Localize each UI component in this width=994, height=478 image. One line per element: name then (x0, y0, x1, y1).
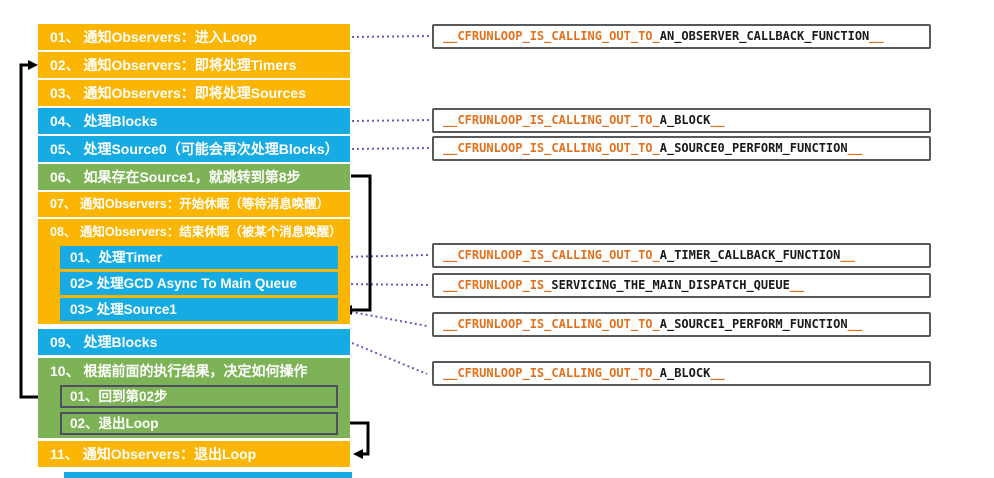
callout-name: A_BLOCK (659, 113, 711, 127)
step-02-notify-timers: 02、 通知Observers：即将处理Timers (38, 52, 350, 78)
callout-prefix: __CFRUNLOOP_IS_ (443, 278, 552, 292)
callout-observer-callback-function: __CFRUNLOOP_IS_CALLING_OUT_TO_AN_OBSERVE… (432, 24, 931, 49)
step-08-2-handle-gcd-main-queue: 02> 处理GCD Async To Main Queue (60, 272, 338, 295)
step-03-notify-sources: 03、 通知Observers：即将处理Sources (38, 80, 350, 106)
callout-name: A_TIMER_CALLBACK_FUNCTION (659, 248, 841, 262)
dotted-link-source1-perform (340, 309, 428, 327)
callout-timer-callback-function: __CFRUNLOOP_IS_CALLING_OUT_TO_A_TIMER_CA… (432, 243, 931, 268)
callout-name: A_BLOCK (659, 366, 711, 380)
callout-a-block-1: __CFRUNLOOP_IS_CALLING_OUT_TO_A_BLOCK__ (432, 108, 931, 133)
callout-servicing-main-dispatch-queue: __CFRUNLOOP_IS_SERVICING_THE_MAIN_DISPAT… (432, 273, 931, 298)
step-01-notify-enter-loop: 01、 通知Observers：进入Loop (38, 24, 350, 50)
callout-name: A_SOURCE1_PERFORM_FUNCTION (659, 317, 848, 331)
callout-prefix: __CFRUNLOOP_IS_CALLING_OUT_TO_ (443, 366, 660, 380)
callout-a-block-2: __CFRUNLOOP_IS_CALLING_OUT_TO_A_BLOCK__ (432, 361, 931, 386)
step-11-notify-exit-loop: 11、 通知Observers：退出Loop (38, 441, 350, 467)
dotted-link-blocks2-block (351, 342, 428, 375)
callout-suffix: __ (869, 29, 884, 43)
callout-prefix: __CFRUNLOOP_IS_CALLING_OUT_TO_ (443, 141, 660, 155)
callout-suffix: __ (710, 366, 725, 380)
callout-suffix: __ (710, 113, 725, 127)
step-05-handle-source0: 05、 处理Source0（可能会再次处理Blocks） (38, 136, 350, 162)
callout-name: A_SOURCE0_PERFORM_FUNCTION (659, 141, 848, 155)
dotted-link-enterloop-observer (351, 35, 430, 38)
callout-prefix: __CFRUNLOOP_IS_CALLING_OUT_TO_ (443, 29, 660, 43)
step-08-group-wake: 08、 通知Observers：结束休眠（被某个消息唤醒） 01、处理Timer… (38, 219, 350, 324)
callout-source0-perform-function: __CFRUNLOOP_IS_CALLING_OUT_TO_A_SOURCE0_… (432, 136, 931, 161)
dotted-link-blocks-block (351, 119, 430, 122)
step-08-3-handle-source1: 03> 处理Source1 (60, 298, 338, 321)
callout-prefix: __CFRUNLOOP_IS_CALLING_OUT_TO_ (443, 248, 660, 262)
callout-name: SERVICING_THE_MAIN_DISPATCH_QUEUE (551, 278, 790, 292)
callout-prefix: __CFRUNLOOP_IS_CALLING_OUT_TO_ (443, 113, 660, 127)
arrow-step06-to-source1 (342, 174, 372, 315)
step-06-if-source1-jump: 06、 如果存在Source1，就跳转到第8步 (38, 164, 350, 190)
step-07-notify-sleep: 07、 通知Observers：开始休眠（等待消息唤醒） (38, 192, 350, 217)
dotted-link-source0-perform (351, 147, 430, 150)
step-09-handle-blocks: 09、 处理Blocks (38, 329, 350, 355)
step-10-2-exit-loop: 02、退出Loop (60, 412, 338, 435)
step-04-handle-blocks: 04、 处理Blocks (38, 108, 350, 134)
step-10-decide-next: 10、 根据前面的执行结果，决定如何操作 (50, 363, 308, 379)
step-10-group-decide: 10、 根据前面的执行结果，决定如何操作 01、回到第02步 02、退出Loop (38, 358, 350, 438)
step-08-1-handle-timer: 01、处理Timer (60, 246, 338, 269)
callout-prefix: __CFRUNLOOP_IS_CALLING_OUT_TO_ (443, 317, 660, 331)
callout-suffix: __ (847, 317, 863, 331)
callout-source1-perform-function: __CFRUNLOOP_IS_CALLING_OUT_TO_A_SOURCE1_… (432, 312, 931, 337)
dotted-link-timer-callback (340, 254, 430, 258)
callout-suffix: __ (789, 278, 805, 292)
callout-suffix: __ (847, 141, 863, 155)
callout-name: AN_OBSERVER_CALLBACK_FUNCTION (659, 29, 870, 43)
step-10-1-back-to-step02: 01、回到第02步 (60, 385, 338, 408)
step-08-notify-wake: 08、 通知Observers：结束休眠（被某个消息唤醒） (50, 225, 342, 239)
dotted-link-gcd-dispatchqueue (340, 283, 430, 286)
next-cycle-cutoff-bar (64, 472, 352, 478)
callout-suffix: __ (840, 248, 855, 262)
